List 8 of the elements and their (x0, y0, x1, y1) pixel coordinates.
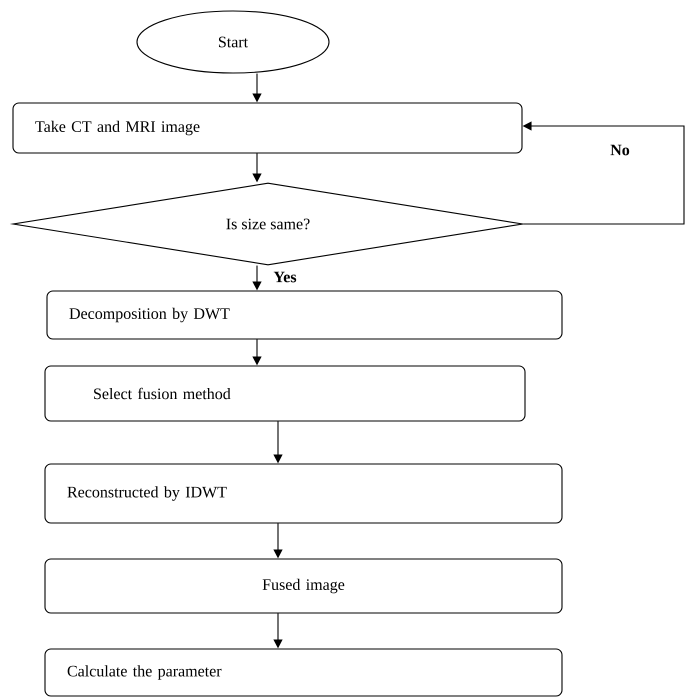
process-box: Reconstructed by IDWT (44, 463, 563, 524)
edge-label: Yes (272, 270, 298, 284)
edge-label: No (609, 144, 631, 156)
process-box: Decomposition by DWT (46, 290, 563, 340)
process-box: Fused image (44, 558, 563, 614)
process-box: Calculate the parameter (44, 648, 563, 697)
process-box: Take CT and MRI image (12, 102, 523, 154)
process-box: Select fusion method (44, 365, 526, 422)
